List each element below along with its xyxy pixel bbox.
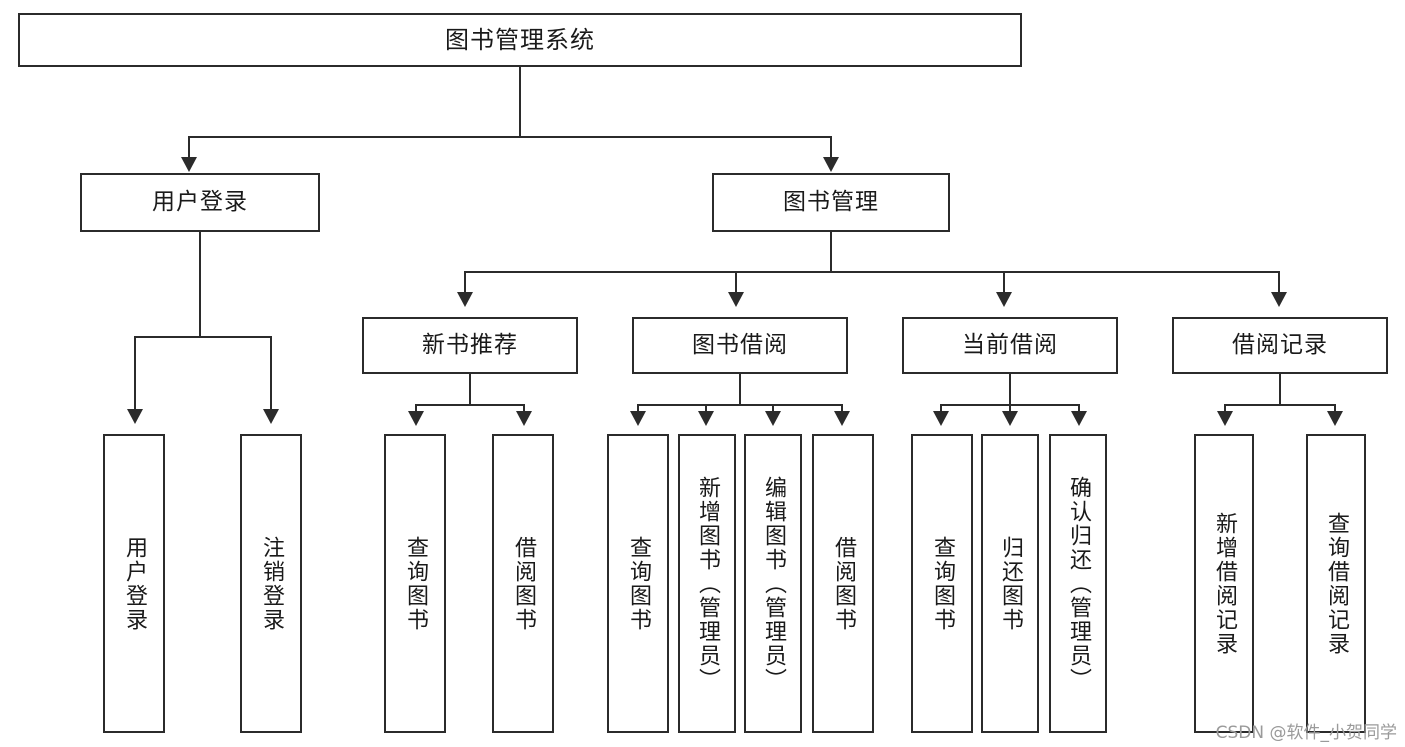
node-current-borrow[interactable]: 当前借阅 bbox=[902, 317, 1118, 374]
node-label: 借阅图书 bbox=[830, 535, 856, 632]
node-borrow-record[interactable]: 借阅记录 bbox=[1172, 317, 1388, 374]
arrow-bookborrow-leaf3 bbox=[765, 411, 781, 426]
node-label: 注销登录 bbox=[258, 535, 284, 632]
connector-bookmgmt-to-borrow bbox=[735, 271, 737, 295]
connector-bookborrow-leaf4 bbox=[841, 404, 843, 414]
node-label: 用户登录 bbox=[121, 535, 147, 632]
node-book-management[interactable]: 图书管理 bbox=[712, 173, 950, 232]
leaf-user-login-logout[interactable]: 注销登录 bbox=[240, 434, 302, 733]
connector-borrowrecord-stem bbox=[1279, 374, 1281, 405]
node-label: 确认归还（管理员） bbox=[1065, 475, 1091, 692]
node-label: 图书管理系统 bbox=[445, 25, 595, 54]
connector-bookborrow-leaf2 bbox=[705, 404, 707, 414]
arrow-currentborrow-leaf2 bbox=[1002, 411, 1018, 426]
connector-bookborrow-bus bbox=[637, 404, 843, 406]
connector-bookmgmt-bus bbox=[464, 271, 1280, 273]
arrow-to-borrow-record bbox=[1271, 292, 1287, 307]
node-label: 归还图书 bbox=[997, 535, 1023, 632]
leaf-borrow-record-add[interactable]: 新增借阅记录 bbox=[1194, 434, 1254, 733]
node-label: 当前借阅 bbox=[962, 331, 1058, 358]
arrow-userlogin-leaf2 bbox=[263, 409, 279, 424]
connector-root-to-userlogin bbox=[188, 136, 190, 160]
node-book-borrow[interactable]: 图书借阅 bbox=[632, 317, 848, 374]
connector-userlogin-leaf2 bbox=[270, 336, 272, 412]
connector-borrowrecord-leaf1 bbox=[1224, 404, 1226, 414]
node-label: 图书借阅 bbox=[692, 331, 788, 358]
connector-bookmgmt-to-record bbox=[1278, 271, 1280, 295]
connector-bookmgmt-to-current bbox=[1003, 271, 1005, 295]
arrow-to-book-borrow bbox=[728, 292, 744, 307]
connector-currentborrow-leaf2 bbox=[1009, 404, 1011, 414]
connector-bookmgmt-stem bbox=[830, 232, 832, 272]
connector-borrowrecord-leaf2 bbox=[1334, 404, 1336, 414]
leaf-book-borrow-edit[interactable]: 编辑图书（管理员） bbox=[744, 434, 802, 733]
node-user-login[interactable]: 用户登录 bbox=[80, 173, 320, 232]
node-label: 新书推荐 bbox=[422, 331, 518, 358]
connector-borrowrecord-bus bbox=[1224, 404, 1336, 406]
node-label: 查询图书 bbox=[625, 535, 651, 632]
arrow-to-current-borrow bbox=[996, 292, 1012, 307]
node-label: 新增借阅记录 bbox=[1211, 511, 1237, 656]
leaf-borrow-record-query[interactable]: 查询借阅记录 bbox=[1306, 434, 1366, 733]
leaf-current-borrow-query[interactable]: 查询图书 bbox=[911, 434, 973, 733]
arrow-to-bookmgmt bbox=[823, 157, 839, 172]
arrow-borrowrecord-leaf2 bbox=[1327, 411, 1343, 426]
connector-root-to-bookmgmt bbox=[830, 136, 832, 160]
arrow-bookborrow-leaf1 bbox=[630, 411, 646, 426]
connector-newbook-leaf1 bbox=[415, 404, 417, 414]
connector-bookborrow-stem bbox=[739, 374, 741, 405]
node-label: 图书管理 bbox=[783, 188, 879, 215]
node-label: 借阅图书 bbox=[510, 535, 536, 632]
leaf-new-book-query[interactable]: 查询图书 bbox=[384, 434, 446, 733]
connector-userlogin-stem bbox=[199, 232, 201, 337]
node-root-system[interactable]: 图书管理系统 bbox=[18, 13, 1022, 67]
leaf-current-borrow-confirm[interactable]: 确认归还（管理员） bbox=[1049, 434, 1107, 733]
watermark-text: CSDN @软件_小贺同学 bbox=[1215, 723, 1397, 743]
connector-newbook-stem bbox=[469, 374, 471, 405]
arrow-bookborrow-leaf2 bbox=[698, 411, 714, 426]
node-label: 查询借阅记录 bbox=[1323, 511, 1349, 656]
node-label: 查询图书 bbox=[402, 535, 428, 632]
leaf-current-borrow-return[interactable]: 归还图书 bbox=[981, 434, 1039, 733]
connector-bookborrow-leaf3 bbox=[772, 404, 774, 414]
arrow-newbook-leaf2 bbox=[516, 411, 532, 426]
connector-newbook-leaf2 bbox=[523, 404, 525, 414]
leaf-book-borrow-query[interactable]: 查询图书 bbox=[607, 434, 669, 733]
connector-root-bus bbox=[188, 136, 832, 138]
leaf-book-borrow-add[interactable]: 新增图书（管理员） bbox=[678, 434, 736, 733]
leaf-user-login-login[interactable]: 用户登录 bbox=[103, 434, 165, 733]
connector-bookmgmt-to-new bbox=[464, 271, 466, 295]
arrow-newbook-leaf1 bbox=[408, 411, 424, 426]
connector-newbook-bus bbox=[415, 404, 525, 406]
node-label: 编辑图书（管理员） bbox=[760, 475, 786, 692]
arrow-currentborrow-leaf1 bbox=[933, 411, 949, 426]
node-new-book-recommend[interactable]: 新书推荐 bbox=[362, 317, 578, 374]
leaf-new-book-borrow[interactable]: 借阅图书 bbox=[492, 434, 554, 733]
connector-userlogin-bus bbox=[134, 336, 272, 338]
arrow-userlogin-leaf1 bbox=[127, 409, 143, 424]
arrow-bookborrow-leaf4 bbox=[834, 411, 850, 426]
arrow-borrowrecord-leaf1 bbox=[1217, 411, 1233, 426]
connector-currentborrow-leaf3 bbox=[1078, 404, 1080, 414]
node-label: 新增图书（管理员） bbox=[694, 475, 720, 692]
node-label: 查询图书 bbox=[929, 535, 955, 632]
connector-currentborrow-stem bbox=[1009, 374, 1011, 405]
arrow-to-userlogin bbox=[181, 157, 197, 172]
connector-currentborrow-leaf1 bbox=[940, 404, 942, 414]
node-label: 借阅记录 bbox=[1232, 331, 1328, 358]
arrow-to-new-book bbox=[457, 292, 473, 307]
node-label: 用户登录 bbox=[152, 188, 248, 215]
leaf-book-borrow-borrow[interactable]: 借阅图书 bbox=[812, 434, 874, 733]
connector-userlogin-leaf1 bbox=[134, 336, 136, 412]
arrow-currentborrow-leaf3 bbox=[1071, 411, 1087, 426]
connector-bookborrow-leaf1 bbox=[637, 404, 639, 414]
connector-root-stem bbox=[519, 67, 521, 137]
